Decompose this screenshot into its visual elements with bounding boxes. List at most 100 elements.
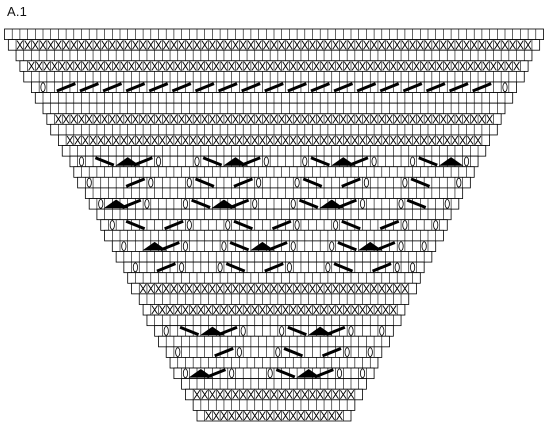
cross-symbol [105, 135, 112, 145]
cross-symbol [290, 135, 297, 145]
cross-symbol [417, 114, 424, 124]
diagonal-bar-left-icon [425, 82, 446, 93]
diagonal-bar-left-icon [125, 177, 146, 188]
cross-symbol [301, 389, 309, 400]
yarn-over-icon [398, 241, 404, 252]
diagonal-bar-left-icon [206, 368, 227, 379]
cross-symbol [393, 284, 401, 294]
cross-symbol [367, 135, 374, 145]
cross-symbol [139, 40, 147, 50]
diagonal-bar-left-icon [229, 198, 250, 209]
cross-symbol [243, 61, 251, 71]
cross-symbol [355, 284, 362, 294]
cross-symbol [66, 61, 74, 71]
chart-row [146, 314, 402, 327]
cross-symbol [162, 284, 170, 294]
cross-symbol [228, 135, 235, 145]
cross-symbol [355, 114, 362, 124]
diagonal-bar-left-icon [356, 82, 377, 93]
cross-symbol [205, 61, 212, 71]
cross-symbol [247, 284, 255, 294]
chart-row [138, 293, 410, 305]
cross-symbol [82, 135, 89, 145]
cross-symbol [166, 135, 174, 145]
yarn-over-icon [394, 262, 400, 273]
cross-symbol [209, 40, 216, 50]
cross-symbol [266, 61, 274, 71]
yarn-over-icon [121, 241, 127, 252]
diagonal-bar-left-icon [171, 82, 192, 93]
cross-symbol [224, 284, 232, 294]
diagonal-bar-left-icon [164, 219, 184, 231]
cross-symbol [447, 114, 455, 124]
cross-symbol [178, 40, 185, 50]
cross-symbol [85, 114, 93, 124]
cross-symbol [293, 40, 301, 50]
cross-symbol [278, 114, 285, 124]
cross-symbol [78, 114, 85, 124]
cross-symbol [386, 284, 393, 294]
yarn-over-icon [286, 262, 292, 273]
cross-symbol [166, 305, 174, 315]
cross-symbol [263, 114, 270, 124]
diagonal-bar-left-icon [241, 82, 261, 93]
cross-symbol [478, 114, 486, 124]
cross-symbol [239, 40, 247, 50]
cross-symbol [147, 114, 155, 124]
cross-symbol [320, 305, 328, 315]
cross-symbol [390, 135, 397, 145]
cross-symbol [259, 411, 266, 421]
cross-symbol [328, 305, 335, 315]
cross-symbol [201, 114, 208, 124]
yarn-over-icon [463, 156, 470, 167]
cross-symbol [351, 305, 359, 315]
cross-symbol [62, 114, 70, 124]
diagonal-bar-right-icon [406, 198, 427, 209]
cross-symbol [216, 389, 224, 400]
yarn-over-icon [78, 156, 85, 167]
cross-symbol [16, 40, 24, 50]
cross-symbol [170, 114, 178, 124]
cross-symbol [497, 61, 505, 71]
cross-symbol [336, 411, 343, 421]
cross-symbol [490, 61, 497, 71]
cross-symbol [436, 135, 443, 145]
cross-symbol [259, 61, 266, 71]
cross-symbol [236, 305, 243, 315]
diagonal-bar-left-icon [287, 82, 307, 93]
diagonal-bar-right-icon [125, 219, 146, 231]
cross-symbol [305, 411, 312, 421]
cross-symbol [324, 40, 332, 50]
cross-symbol [282, 411, 289, 421]
cross-symbol [451, 61, 459, 71]
cross-symbol [112, 135, 120, 145]
cross-symbol [109, 40, 116, 50]
diagonal-bar-left-icon [314, 368, 334, 379]
cross-symbol [316, 114, 324, 124]
yarn-over-icon [182, 198, 189, 209]
cross-symbol [201, 389, 208, 400]
cross-symbol [351, 61, 359, 71]
cross-symbol [193, 389, 201, 400]
cross-symbol [209, 114, 216, 124]
cross-symbol [297, 61, 305, 71]
diagonal-bar-left-icon [156, 262, 176, 273]
cross-symbol [343, 135, 351, 145]
cross-symbol [197, 135, 205, 145]
cross-symbol [82, 61, 89, 71]
cross-symbol [278, 40, 285, 50]
cross-symbol [363, 114, 370, 124]
cross-symbol [55, 40, 62, 50]
cross-symbol [178, 114, 185, 124]
cross-symbol [97, 135, 104, 145]
yarn-over-icon [379, 326, 385, 336]
cross-symbol [101, 40, 108, 50]
cross-symbol [251, 135, 258, 145]
cross-symbol [447, 40, 455, 50]
cross-symbol [232, 114, 239, 124]
cross-symbol [382, 61, 389, 71]
diagonal-bar-right-icon [287, 325, 307, 337]
yarn-over-icon [363, 177, 369, 188]
cross-symbol [143, 61, 151, 71]
cross-symbol [432, 40, 439, 50]
